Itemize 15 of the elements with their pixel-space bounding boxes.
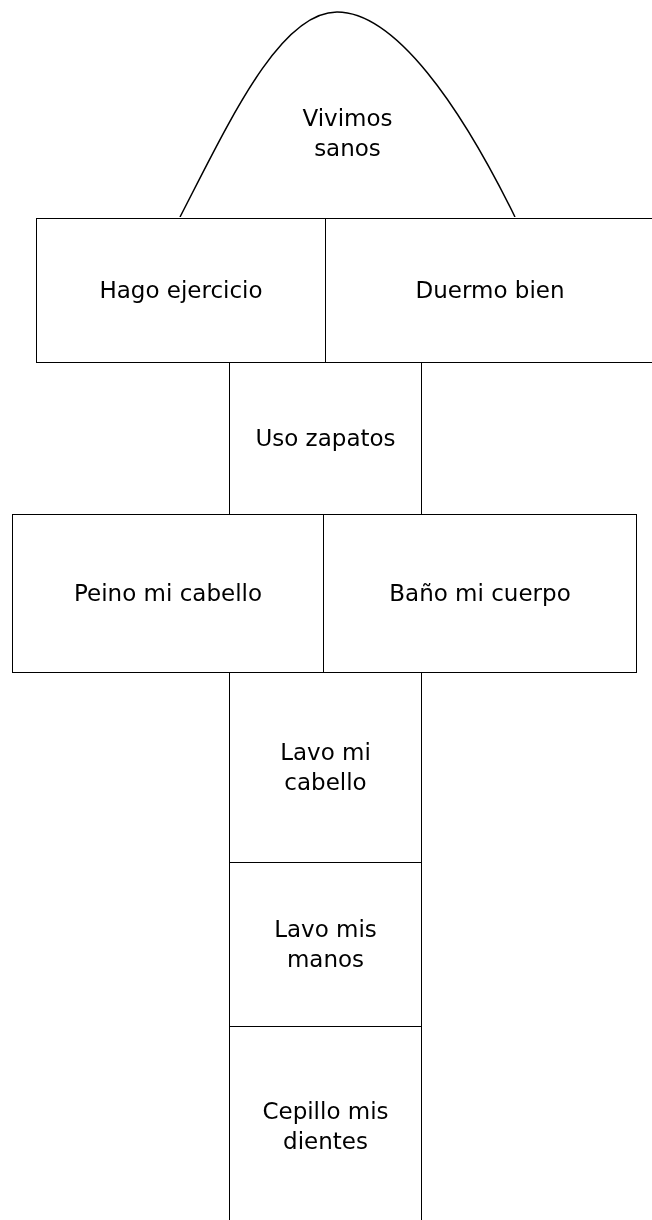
square-label: Baño mi cuerpo <box>389 578 571 608</box>
hopscotch-square <box>229 672 422 863</box>
square-label: Duermo bien <box>415 275 565 305</box>
square-label: Peino mi cabello <box>74 578 262 608</box>
square-label: Hago ejercicio <box>99 275 263 305</box>
square-label: Lavo mi cabello <box>279 737 372 797</box>
square-label: Cepillo mis dientes <box>261 1096 390 1156</box>
hopscotch-square <box>36 218 326 363</box>
hopscotch-square <box>229 362 422 515</box>
hopscotch-square <box>229 862 422 1027</box>
hopscotch-square <box>229 1026 422 1220</box>
square-label: Lavo mis manos <box>273 914 378 974</box>
square-label: Uso zapatos <box>255 423 396 453</box>
hopscotch-square <box>325 218 652 363</box>
square-label: Vivimos sanos <box>301 103 394 163</box>
